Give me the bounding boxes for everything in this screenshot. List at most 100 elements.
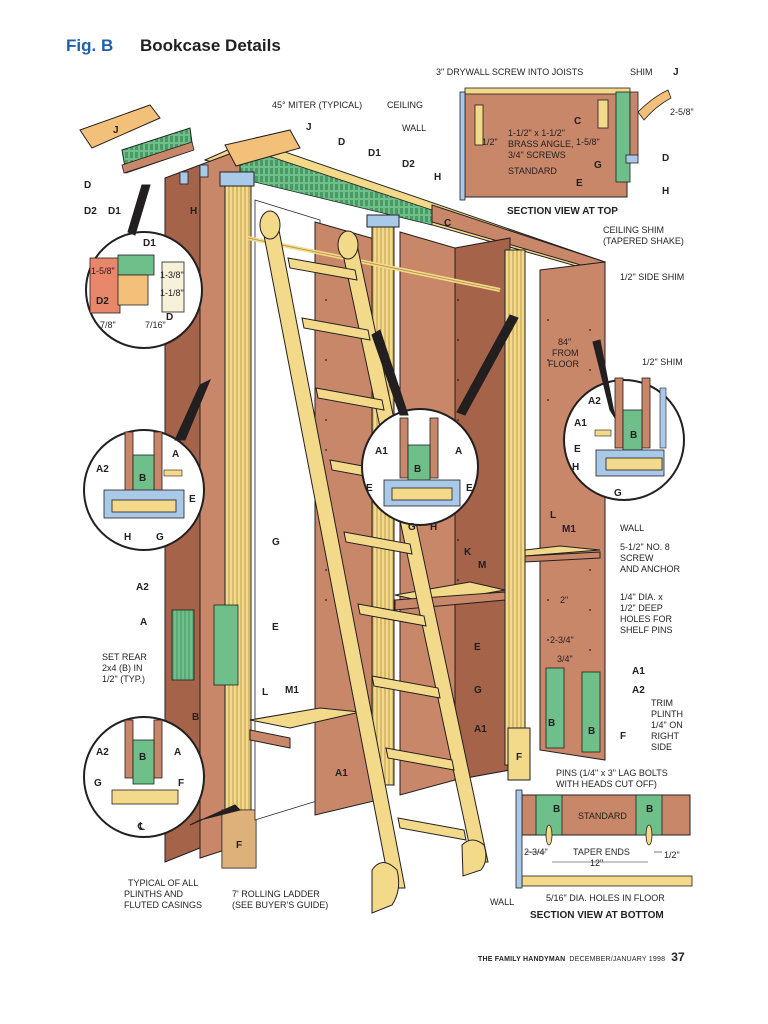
part-e-top: E <box>576 178 583 189</box>
brass-angle-line2: BRASS ANGLE, <box>508 139 574 149</box>
part-h-top-right: H <box>662 186 669 197</box>
part-b-right-2: B <box>588 726 595 737</box>
dim-2-3-4: 2-3/4" <box>550 635 574 645</box>
standard-bottom-note: STANDARD <box>578 811 627 821</box>
trim-line2: PLINTH <box>651 709 683 719</box>
part-a1-circle-center: A1 <box>375 446 388 457</box>
wall-bottom-note: WALL <box>490 897 514 907</box>
part-b-circle-center: B <box>414 464 421 475</box>
screw-line2: SCREW <box>620 553 654 563</box>
typical-line2: PLINTHS AND <box>124 889 184 899</box>
part-h-circle-right: H <box>572 462 579 473</box>
trim-line5: SIDE <box>651 742 672 752</box>
part-d2-circle: D2 <box>96 296 109 307</box>
holes-line1: 1/4" DIA. x <box>620 592 663 602</box>
taper-ends-note: TAPER ENDS <box>573 847 630 857</box>
shim-note: SHIM <box>630 67 653 77</box>
d1-dim-1-1-8: 1-1/8" <box>160 288 184 298</box>
d1-dim-7-8: 7/8" <box>100 320 116 330</box>
part-e-left: E <box>272 622 279 633</box>
part-b-circle-bottom: B <box>139 752 146 763</box>
rolling-ladder <box>259 210 489 914</box>
exploded-trim <box>79 104 301 185</box>
holes-line4: SHELF PINS <box>620 625 673 635</box>
section-bottom-title: SECTION VIEW AT BOTTOM <box>530 910 664 921</box>
issue-date: DECEMBER/JANUARY 1998 <box>569 956 666 963</box>
floor-holes-note: 5/16" DIA. HOLES IN FLOOR <box>546 893 665 903</box>
drywall-screw-note: 3" DRYWALL SCREW INTO JOISTS <box>436 67 583 77</box>
miter-note: 45° MITER (TYPICAL) <box>272 100 362 110</box>
ceiling-shim-line1: CEILING SHIM <box>603 225 664 235</box>
part-b-circle-right: B <box>630 430 637 441</box>
magazine-name: THE FAMILY HANDYMAN <box>478 956 566 963</box>
part-a1-right: A1 <box>474 724 487 735</box>
part-j-center: J <box>306 122 312 133</box>
d1-dim-7-16: 7/16" <box>145 320 166 330</box>
trim-line1: TRIM <box>651 698 673 708</box>
detail-circle-right <box>563 377 685 501</box>
pins-line1: PINS (1/4" x 3" LAG BOLTS <box>556 768 668 778</box>
part-g-circle-bottom: G <box>94 778 102 789</box>
part-b-circle-left: B <box>139 473 146 484</box>
dim-2in: 2" <box>560 595 568 605</box>
callout-labels: 45° MITER (TYPICAL) 3" DRYWALL SCREW INT… <box>91 67 694 921</box>
part-j-left: J <box>113 125 119 136</box>
standard-top-note: STANDARD <box>508 166 557 176</box>
part-g-circle-left: G <box>156 532 164 543</box>
part-g-circle-right: G <box>614 488 622 499</box>
page-number: 37 <box>671 950 685 964</box>
part-b-section-2: B <box>646 804 653 815</box>
dim-2-5-8: 2-5/8" <box>670 107 694 117</box>
section-top-title: SECTION VIEW AT TOP <box>507 206 618 217</box>
part-h-top: H <box>434 172 441 183</box>
holes-line3: HOLES FOR <box>620 614 673 624</box>
part-j-top: J <box>673 67 679 78</box>
part-a1-far-right: A1 <box>632 666 645 677</box>
brass-angle-line3: 3/4" SCREWS <box>508 150 566 160</box>
dim-3-4: 3/4" <box>557 654 573 664</box>
set-rear-line3: 1/2" (TYP.) <box>102 674 145 684</box>
part-e-circle-center-left: E <box>366 483 373 494</box>
dim-half-bottom: 1/2" <box>664 850 680 860</box>
part-e-circle-left: E <box>189 494 196 505</box>
section-view-top <box>459 87 672 201</box>
leader-wedges <box>127 184 616 826</box>
part-d1-circle: D1 <box>143 238 156 249</box>
part-h-circle-left: H <box>124 532 131 543</box>
dim-12in: 12" <box>590 858 603 868</box>
half-shim-note: 1/2" SHIM <box>642 357 683 367</box>
trim-line4: RIGHT <box>651 731 680 741</box>
part-a-left: A <box>140 617 147 628</box>
part-d2-left: D2 <box>84 206 97 217</box>
ladder-line2: (SEE BUYER'S GUIDE) <box>232 900 328 910</box>
part-a2-circle-right: A2 <box>588 396 601 407</box>
part-a2-circle-left: A2 <box>96 464 109 475</box>
brass-angle-line1: 1-1/2" x 1-1/2" <box>508 128 565 138</box>
from-floor-line2: FROM <box>552 348 579 358</box>
figure-title: Bookcase Details <box>140 36 281 55</box>
screw-line3: AND ANCHOR <box>620 564 681 574</box>
typical-line3: FLUTED CASINGS <box>124 900 202 910</box>
pins-line2: WITH HEADS CUT OFF) <box>556 779 657 789</box>
part-d-center: D <box>338 137 345 148</box>
trim-line3: 1/4" ON <box>651 720 683 730</box>
wall-right-note: WALL <box>620 523 644 533</box>
part-g-left: G <box>272 537 280 548</box>
part-f-circle-bottom: F <box>178 778 184 789</box>
part-h-circle-center: H <box>430 522 437 533</box>
part-h-left: H <box>190 206 197 217</box>
part-m1-left: M1 <box>285 685 299 696</box>
centerline-symbol: ℄ <box>137 822 145 833</box>
part-a1-left: A1 <box>335 768 348 779</box>
part-c: C <box>444 218 451 229</box>
part-e-circle-right: E <box>574 444 581 455</box>
part-a2-left: A2 <box>136 582 149 593</box>
ladder-line1: 7' ROLLING LADDER <box>232 889 320 899</box>
dim-half-top: 1/2" <box>482 137 498 147</box>
part-g-top: G <box>594 160 602 171</box>
part-a-circle-center: A <box>455 446 462 457</box>
ceiling-note: CEILING <box>387 100 423 110</box>
section-view-bottom <box>515 789 693 889</box>
